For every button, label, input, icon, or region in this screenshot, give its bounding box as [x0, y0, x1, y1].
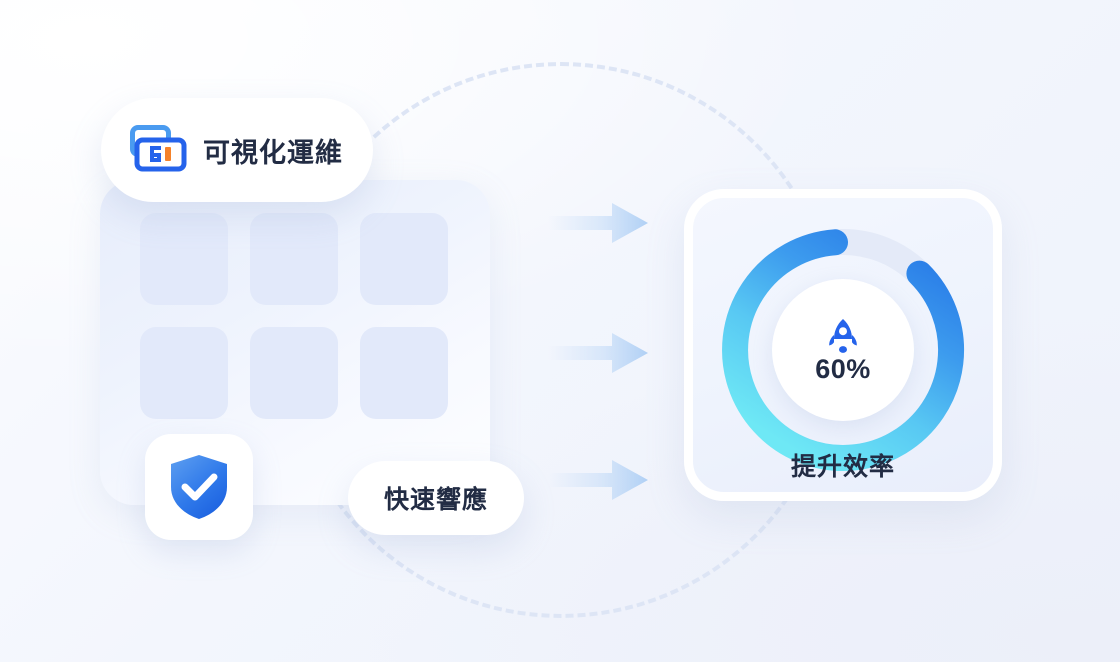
- grid-cell: [360, 327, 448, 419]
- monitor-stack-icon: [129, 124, 187, 176]
- flow-arrow-icon: [548, 458, 648, 502]
- grid-cell: [360, 213, 448, 305]
- gauge-value-label: 60%: [815, 353, 871, 384]
- rocket-icon: [826, 318, 860, 354]
- visualization-ops-badge[interactable]: 可視化運維: [101, 98, 373, 202]
- flow-arrow-icon: [548, 201, 648, 245]
- gauge-ring: [715, 222, 971, 478]
- shield-check-tile[interactable]: [145, 434, 253, 540]
- grid-cell: [250, 327, 338, 419]
- gauge-caption-label: 提升效率: [790, 453, 895, 481]
- grid-cell: [250, 213, 338, 305]
- flow-arrow-icon: [548, 331, 648, 375]
- fast-response-badge[interactable]: 快速響應: [348, 461, 524, 535]
- fast-response-label: 快速響應: [383, 486, 488, 514]
- visualization-ops-label: 可視化運維: [203, 137, 343, 168]
- grid-panel-cells: [140, 213, 452, 433]
- shield-check-icon: [168, 453, 230, 521]
- grid-cell: [140, 213, 228, 305]
- gauge-center-disc: 60%: [772, 279, 914, 421]
- grid-cell: [140, 327, 228, 419]
